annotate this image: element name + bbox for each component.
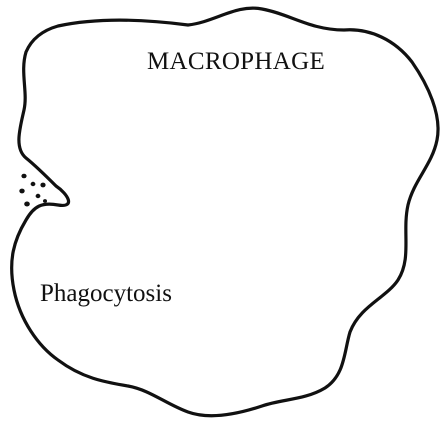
diagram-title: MACROPHAGE — [147, 48, 325, 76]
particle-dot — [24, 202, 30, 207]
particle-dot — [19, 189, 24, 194]
particle-dot — [43, 199, 47, 203]
engulfed-particle — [19, 174, 47, 207]
particle-dot — [21, 174, 26, 179]
particle-dot — [40, 183, 45, 188]
particle-dot — [36, 194, 41, 198]
process-label: Phagocytosis — [40, 280, 172, 308]
particle-dot — [31, 182, 36, 186]
